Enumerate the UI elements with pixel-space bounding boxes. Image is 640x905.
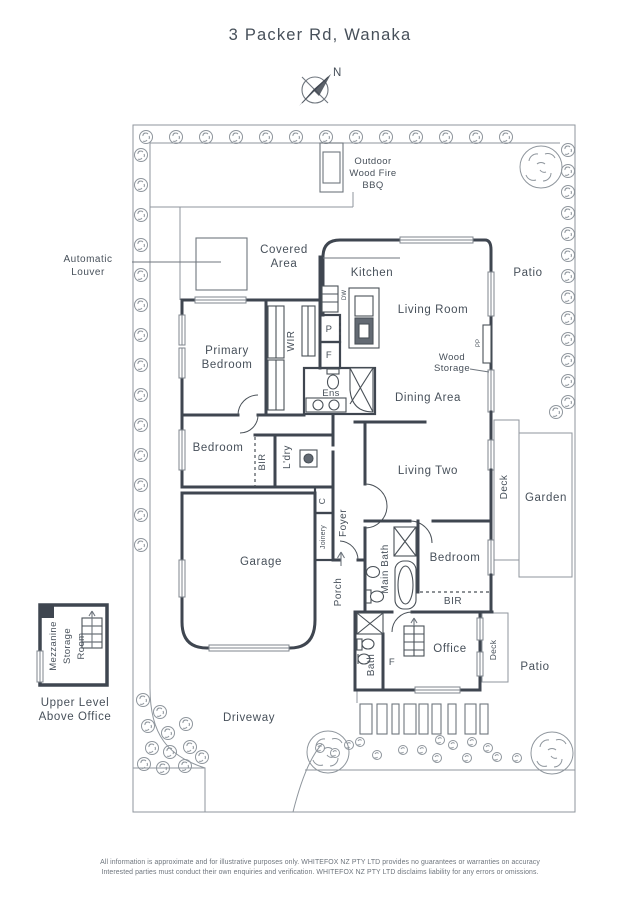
footer-disclaimer: All information is approximate and for i…	[100, 859, 540, 876]
mezzanine-label-2: Storage	[62, 628, 73, 664]
bbq-label-2: Wood Fire	[349, 168, 396, 179]
bedroom-mid-label: Bedroom	[193, 442, 244, 454]
patio-bottom-label: Patio	[520, 661, 549, 673]
wood-storage-unit	[469, 324, 492, 373]
kitchen-label: Kitchen	[351, 267, 394, 279]
primary-bedroom-label-1: Primary	[205, 345, 249, 357]
main-bath-label: Main Bath	[380, 544, 391, 594]
laundry-label: L'dry	[282, 445, 293, 469]
covered-area-label-1: Covered	[260, 244, 308, 256]
ensuite-fixtures	[305, 367, 374, 413]
covered-area-label-2: Area	[271, 258, 298, 270]
living-room-label: Living Room	[398, 304, 469, 316]
mezzanine-caption-1: Upper Level	[41, 697, 110, 709]
page-title: 3 Packer Rd, Wanaka	[229, 26, 412, 44]
deck-right-label: Deck	[499, 474, 510, 499]
laundry-fixtures	[299, 449, 318, 468]
living-two-label: Living Two	[398, 465, 458, 477]
dw-label: DW	[342, 290, 348, 300]
mezzanine-inset: Mezzanine Storage Room Upper Level Above…	[36, 603, 112, 723]
fridge-2-label: F	[389, 657, 395, 668]
bath-fixtures	[356, 612, 384, 665]
pp-label: PP	[476, 339, 482, 347]
dining-area-label: Dining Area	[395, 392, 461, 404]
wir-label: WIR	[286, 331, 297, 352]
bath-label: Bath	[366, 654, 377, 677]
garden-label: Garden	[525, 492, 567, 504]
louver-square	[132, 237, 248, 291]
bbq-label-3: BBQ	[362, 180, 383, 191]
joinery-label: Joinery	[320, 525, 327, 549]
cupboard-label: C	[317, 498, 327, 504]
kitchen-island	[321, 257, 400, 349]
foyer-label: Foyer	[338, 509, 349, 537]
automatic-louver-label-2: Louver	[71, 267, 105, 278]
room-labels: Outdoor Wood Fire BBQ Covered Area Autom…	[64, 156, 567, 724]
primary-bedroom-label-2: Bedroom	[202, 359, 253, 371]
pantry-label: P	[326, 324, 333, 335]
driveway-label: Driveway	[223, 712, 275, 724]
bbq-structure	[319, 142, 344, 193]
wood-storage-label-1: Wood	[439, 352, 465, 363]
bbq-label-1: Outdoor	[354, 156, 391, 167]
ens-label: Ens	[322, 388, 340, 399]
property-boundary	[132, 124, 576, 813]
office-stairs-icon	[403, 617, 425, 657]
porch-label: Porch	[333, 578, 344, 607]
wood-storage-label-2: Storage	[434, 363, 470, 374]
deck-bottom-label: Deck	[488, 639, 498, 660]
compass-north-label: N	[333, 67, 342, 79]
patio-top-label: Patio	[513, 267, 542, 279]
garage-label: Garage	[240, 556, 282, 568]
footer-line-2: Interested parties must conduct their ow…	[101, 869, 538, 876]
fridge-label: F	[326, 350, 332, 361]
main-bath-fixtures	[365, 526, 417, 610]
bir-mid-label: BIR	[257, 453, 268, 470]
paver-row	[359, 703, 489, 735]
compass-icon: N	[299, 67, 342, 106]
footer-line-1: All information is approximate and for i…	[100, 859, 540, 866]
office-label: Office	[433, 643, 466, 655]
house-walls	[178, 236, 495, 694]
bir-bottom-label: BIR	[444, 596, 462, 607]
mezzanine-label-3: Room	[76, 633, 87, 660]
deck-bottom-strip	[481, 612, 509, 683]
entry-arrow-icon	[337, 551, 345, 566]
deck-right-strip	[493, 419, 573, 578]
mezzanine-caption-2: Above Office	[39, 711, 112, 723]
automatic-louver-label-1: Automatic	[64, 254, 113, 265]
bedroom-bottom-label: Bedroom	[430, 552, 481, 564]
mezzanine-label-1: Mezzanine	[48, 621, 59, 671]
wardrobe-fittings	[267, 305, 316, 411]
